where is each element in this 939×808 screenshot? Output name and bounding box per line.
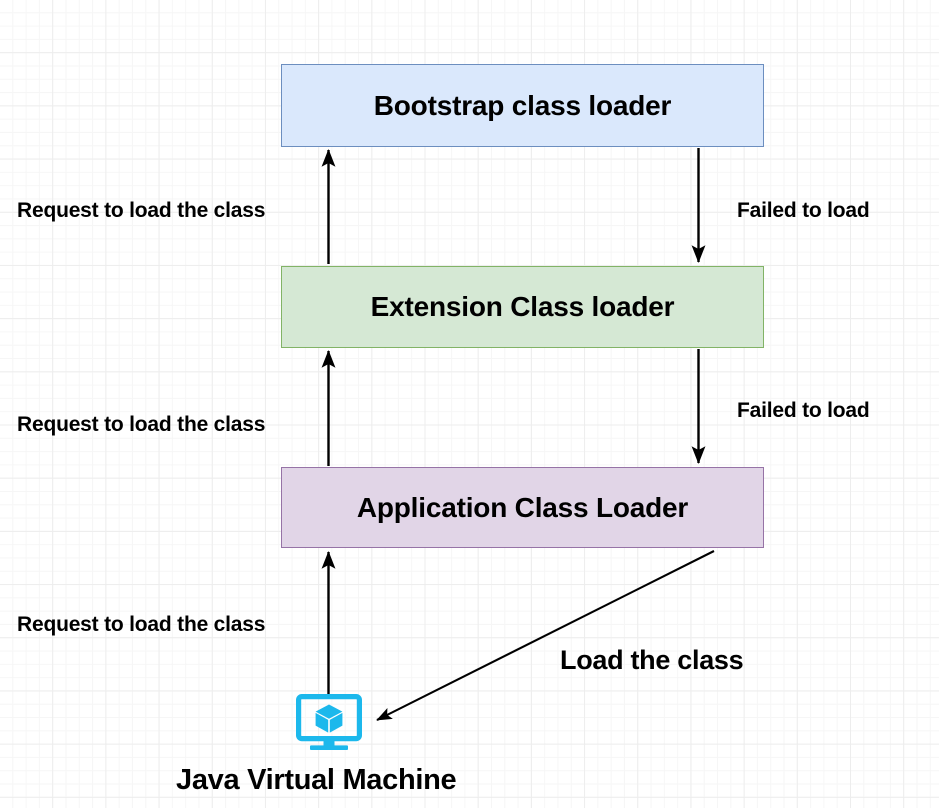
arrow-load-application-to-jvm [376,550,715,721]
node-application-class-loader[interactable]: Application Class Loader [281,467,764,548]
edge-label-failed-bootstrap-to-extension: Failed to load [737,199,870,222]
monitor-cube-icon [296,694,362,750]
edge-label-request-jvm-to-application: Request to load the class [17,613,266,636]
node-extension-class-loader[interactable]: Extension Class loader [281,266,764,348]
edge-label-failed-extension-to-application: Failed to load [737,399,870,422]
edge-label-load-the-class: Load the class [560,645,744,675]
edge-label-request-application-to-extension: Request to load the class [17,413,266,436]
jvm-caption: Java Virtual Machine [176,764,457,796]
node-bootstrap-class-loader[interactable]: Bootstrap class loader [281,64,764,147]
edge-label-request-extension-to-bootstrap: Request to load the class [17,199,266,222]
